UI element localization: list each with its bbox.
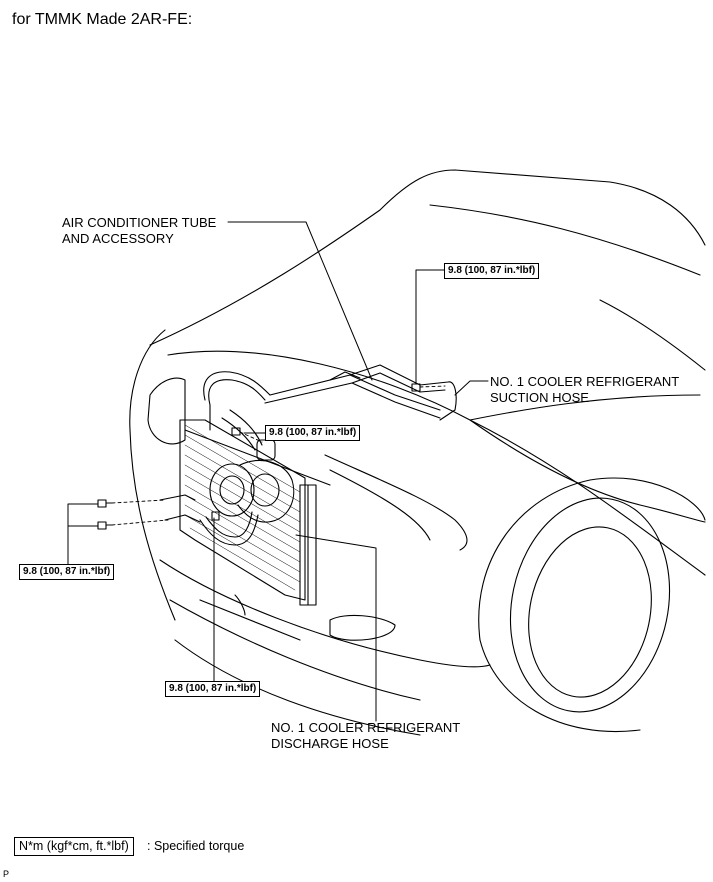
bumper-line1 — [159, 559, 491, 668]
label-discharge-hose: NO. 1 COOLER REFRIGERANT DISCHARGE HOSE — [271, 720, 461, 751]
bumper-line2 — [169, 599, 421, 701]
condenser-hatching — [184, 424, 301, 591]
corner-mark: P — [3, 869, 10, 879]
bumper-corner — [234, 594, 246, 616]
left-fitting-upper — [159, 494, 196, 501]
legend-box: N*m (kgf*cm, ft.*lbf) — [14, 837, 134, 856]
torque-box-middle: 9.8 (100, 87 in.*lbf) — [265, 425, 361, 441]
bolt-left-upper — [97, 499, 113, 508]
wheel-arch — [478, 477, 706, 641]
fender-curve — [324, 454, 468, 551]
tire-inner — [528, 526, 652, 698]
bumper-lower — [174, 639, 421, 736]
hose-connector — [256, 439, 276, 461]
label-ac-tube: AIR CONDITIONER TUBE AND ACCESSORY — [62, 215, 217, 246]
suction-pipe — [349, 364, 457, 421]
tire-outer — [509, 497, 671, 713]
hood-outline — [149, 169, 706, 346]
fender-upper — [469, 419, 706, 523]
legend-text: : Specified torque — [147, 839, 245, 853]
torque-box-left: 9.8 (100, 87 in.*lbf) — [19, 564, 115, 580]
ac-tube-run — [269, 374, 441, 411]
fog-lamp — [329, 614, 396, 641]
bolt-middle — [231, 427, 241, 436]
bolt-bottom — [211, 511, 220, 521]
discharge-hose — [199, 514, 259, 546]
bolt-left-lower — [97, 521, 113, 530]
label-suction-hose: NO. 1 COOLER REFRIGERANT SUCTION HOSE — [490, 374, 680, 405]
page-title: for TMMK Made 2AR-FE: — [12, 11, 193, 28]
body-line — [329, 469, 431, 541]
dashed-guides — [111, 385, 446, 526]
arch-lower — [479, 639, 641, 732]
bumper-grille — [199, 599, 301, 641]
leader-lines — [67, 221, 489, 722]
windshield-line — [599, 299, 706, 371]
condenser-frame — [179, 419, 306, 601]
torque-box-top-right: 9.8 (100, 87 in.*lbf) — [444, 263, 540, 279]
hose-bend — [229, 409, 263, 446]
hood-crease — [429, 204, 701, 276]
hood-inner-edge — [469, 394, 701, 421]
torque-box-bottom: 9.8 (100, 87 in.*lbf) — [165, 681, 261, 697]
headlight — [147, 377, 186, 445]
compressor-pulley — [209, 463, 255, 517]
fascia-left — [129, 329, 176, 621]
ac-tube-upper — [203, 371, 271, 401]
left-fitting-lower — [164, 514, 201, 523]
